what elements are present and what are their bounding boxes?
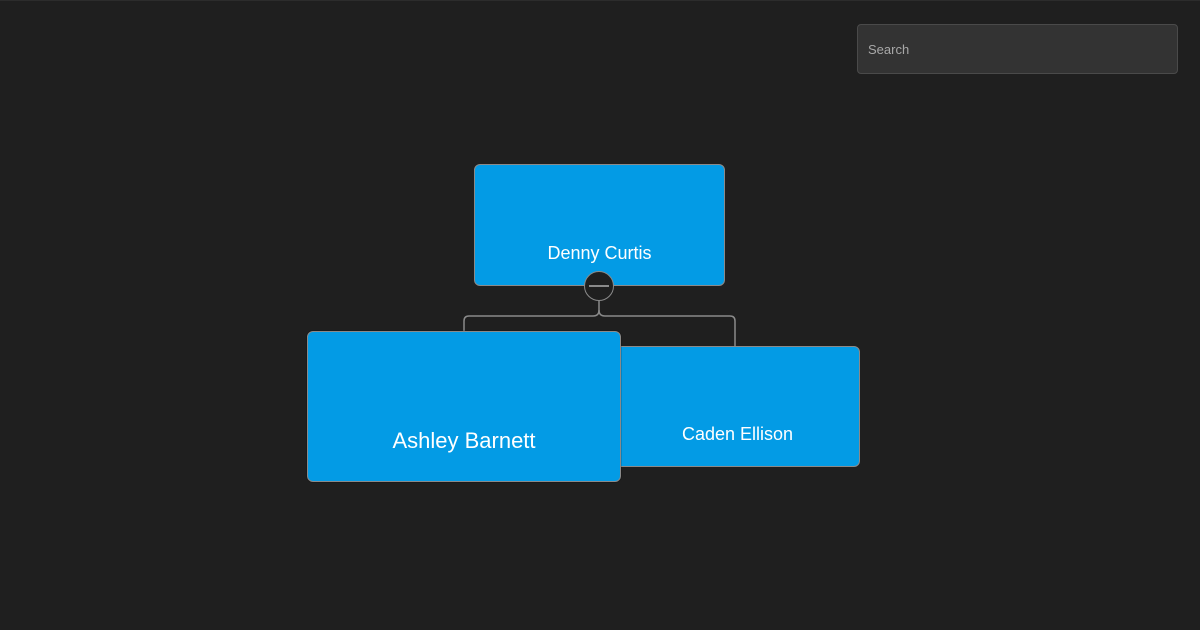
org-node-caden-ellison[interactable]: Caden Ellison xyxy=(615,346,860,467)
node-name: Caden Ellison xyxy=(681,424,794,444)
search-input[interactable] xyxy=(858,25,1177,73)
node-name: Denny Curtis xyxy=(547,243,652,263)
node-name: Ashley Barnett xyxy=(392,428,536,453)
connector-to-caden xyxy=(605,315,736,346)
connector-stem xyxy=(592,301,600,317)
minus-icon xyxy=(589,285,609,287)
collapse-toggle-button[interactable] xyxy=(584,271,614,301)
org-node-denny-curtis[interactable]: Denny Curtis xyxy=(474,164,725,286)
org-node-ashley-barnett[interactable]: Ashley Barnett xyxy=(307,331,621,482)
connector-to-ashley xyxy=(463,315,593,331)
search-box[interactable] xyxy=(857,24,1178,74)
